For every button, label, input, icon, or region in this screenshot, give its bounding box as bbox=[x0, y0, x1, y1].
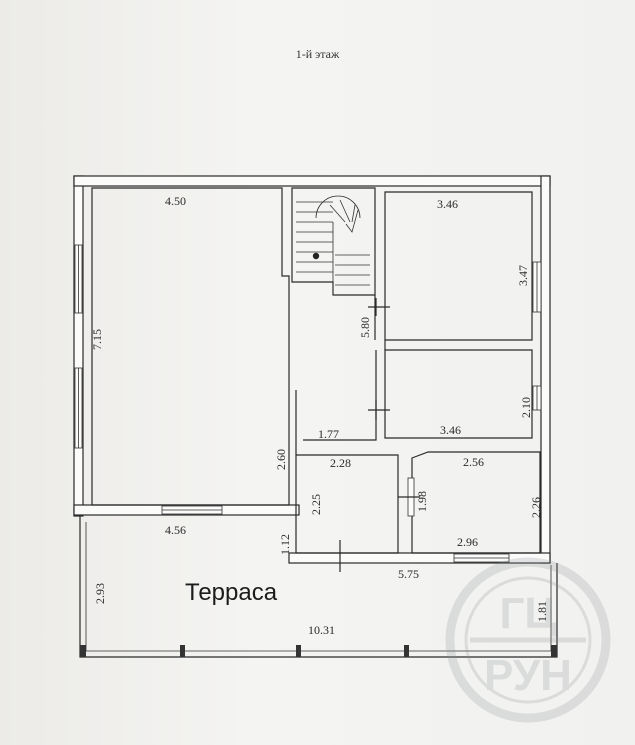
dim-4-50: 4.50 bbox=[165, 194, 186, 208]
west-wall bbox=[73, 175, 84, 517]
terrace-outline bbox=[79, 516, 558, 658]
dimension-labels: 4.50 7.15 3.46 3.47 5.80 2.10 3.46 1.77 … bbox=[90, 194, 549, 637]
partition-lines bbox=[374, 295, 386, 350]
door-ticks bbox=[339, 298, 420, 572]
terrace-label: Терраса bbox=[185, 579, 278, 606]
stair-well-outline bbox=[291, 187, 376, 296]
terrace-post-5 bbox=[551, 645, 557, 657]
dim-7-15: 7.15 bbox=[90, 329, 104, 350]
dim-2-60: 2.60 bbox=[274, 449, 288, 470]
staircase bbox=[296, 195, 370, 295]
dim-10-31: 10.31 bbox=[308, 623, 335, 637]
dim-3-46-top: 3.46 bbox=[437, 197, 458, 211]
bedroom-1-outline bbox=[384, 191, 533, 341]
terrace-post-1 bbox=[80, 645, 86, 657]
floor-title: 1-й этаж bbox=[295, 47, 340, 61]
dim-2-26: 2.26 bbox=[529, 497, 543, 518]
terrace-inner-line bbox=[85, 522, 552, 652]
north-wall bbox=[73, 175, 551, 187]
dim-2-25: 2.25 bbox=[309, 494, 323, 515]
living-room-outline bbox=[91, 187, 290, 506]
dim-2-93: 2.93 bbox=[93, 583, 107, 604]
dim-2-28: 2.28 bbox=[330, 456, 351, 470]
dim-1-81: 1.81 bbox=[535, 601, 549, 622]
stair-start-dot bbox=[312, 252, 320, 260]
dim-1-77: 1.77 bbox=[318, 427, 339, 441]
inner-outlines bbox=[91, 187, 541, 554]
hall-walls bbox=[295, 350, 377, 455]
stair-arrow-icon bbox=[345, 209, 359, 233]
terrace: Терраса bbox=[79, 516, 558, 658]
room-east-outline bbox=[411, 451, 541, 554]
dim-4-56: 4.56 bbox=[165, 523, 186, 537]
dim-2-56: 2.56 bbox=[463, 455, 484, 469]
dim-3-47: 3.47 bbox=[516, 265, 530, 286]
dim-2-10: 2.10 bbox=[519, 397, 533, 418]
dim-5-80: 5.80 bbox=[358, 317, 372, 338]
terrace-post-3 bbox=[296, 645, 301, 657]
bedroom-2-outline bbox=[384, 349, 533, 439]
dim-5-75: 5.75 bbox=[398, 567, 419, 581]
dim-1-98: 1.98 bbox=[415, 491, 429, 512]
watermark-bottom-text: РУН bbox=[484, 651, 572, 700]
watermark-top-text: ГЦ bbox=[499, 589, 556, 638]
dim-1-12: 1.12 bbox=[278, 534, 292, 555]
terrace-post-4 bbox=[404, 645, 409, 657]
terrace-post-2 bbox=[180, 645, 185, 657]
dim-2-96: 2.96 bbox=[457, 535, 478, 549]
dim-3-46-mid: 3.46 bbox=[440, 423, 461, 437]
bathroom-outline bbox=[295, 454, 399, 554]
watermark-logo: ГЦ РУН bbox=[445, 557, 611, 723]
